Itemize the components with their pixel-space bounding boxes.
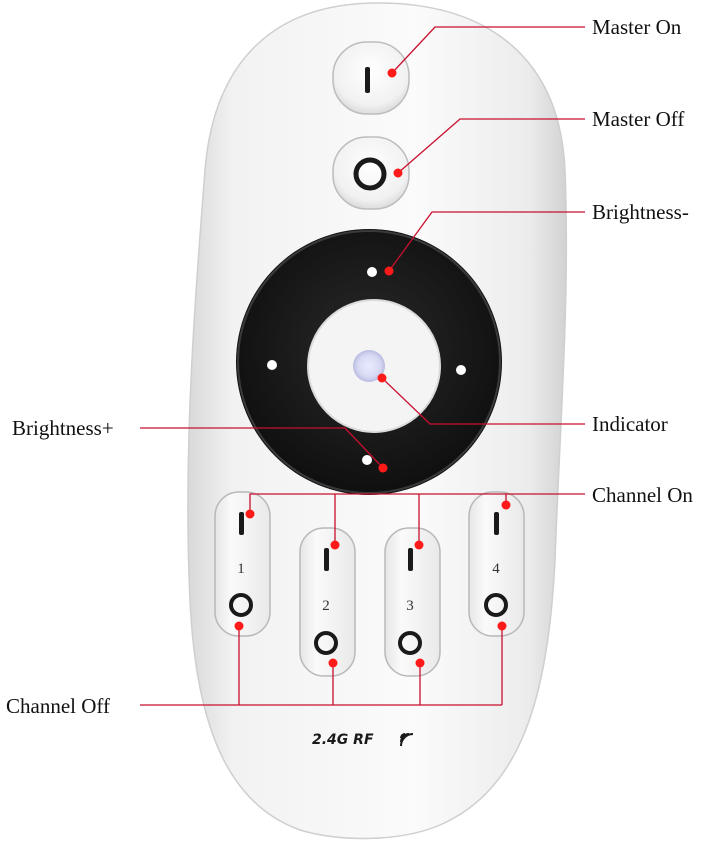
label-master-off: Master Off [592,107,685,131]
power-off-icon [353,157,387,191]
rf-badge: 2.4G RF [312,732,374,748]
channel-number-1: 1 [237,561,245,577]
brightness-wheel[interactable] [236,229,502,495]
callout-dot [414,540,424,550]
label-channel-on: Channel On [592,483,693,507]
channel-off-icon [398,631,422,655]
callout-dot [328,658,338,668]
callout-line-brightness-plus [140,427,384,469]
channel-key-2[interactable] [299,527,356,677]
callout-line-master-on [391,26,585,74]
callout-dot [330,540,340,550]
channel-key-3[interactable] [384,527,441,677]
channel-key-1[interactable] [214,491,271,637]
callout-dot [415,658,425,668]
wireless-signal-icon [400,733,414,747]
channel-key-4[interactable] [468,491,525,637]
callout-dot [234,621,244,631]
master-off-button[interactable] [332,136,410,210]
wheel-dot-top [367,267,377,277]
callout-line-brightness-minus [388,211,585,272]
label-brightness-minus: Brightness- [592,200,689,224]
label-indicator: Indicator [592,412,668,436]
master-on-button[interactable] [332,41,410,115]
label-master-on: Master On [592,15,682,39]
wheel-dot-right [456,365,466,375]
channel-on-icon [324,548,329,571]
callout-dot [377,373,387,383]
channel-number-4: 4 [492,561,500,577]
label-brightness-plus: Brightness+ [12,416,114,440]
callout-dot [245,509,255,519]
callout-dot [384,266,394,276]
indicator-led [353,350,385,382]
channel-on-icon [494,512,499,535]
channel-on-icon [239,512,244,535]
callout-line-channel-on [249,493,585,514]
callout-dot [497,621,507,631]
wheel-dot-left [267,360,277,370]
channel-on-icon [408,548,413,571]
wheel-dot-bottom [362,455,372,465]
channel-off-icon [229,593,253,617]
callout-line-indicator [381,377,585,425]
channel-off-icon [484,593,508,617]
callout-dot [378,463,388,473]
callout-dot [501,500,511,510]
callout-line-master-off [397,118,585,174]
callout-dot [393,168,403,178]
label-channel-off: Channel Off [6,694,111,718]
channel-number-3: 3 [406,598,414,614]
power-on-icon [365,67,370,93]
callout-dots [234,68,511,668]
channel-off-icon [314,631,338,655]
callout-dot [387,68,397,78]
channel-number-2: 2 [322,598,330,614]
callout-lines [140,26,585,706]
